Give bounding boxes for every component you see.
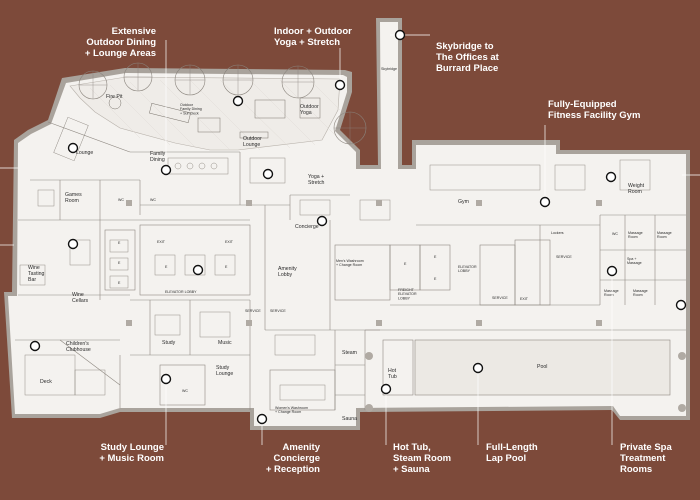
marker-amenity <box>256 413 268 425</box>
callout-skybridge: Skybridge to The Offices at Burrard Plac… <box>436 41 499 74</box>
room-e-3: E <box>118 281 121 285</box>
room-exit-3: EXIT <box>520 297 529 301</box>
room-e-7: E <box>404 262 407 266</box>
room-wc-4: WC <box>612 232 618 236</box>
room-skybridge: Skybridge <box>381 67 397 71</box>
marker-lounge <box>67 142 79 154</box>
interior-partitions <box>15 121 686 411</box>
marker-concierge <box>316 215 328 227</box>
room-e-1: E <box>118 241 121 245</box>
marker-hot-tub <box>380 383 392 395</box>
room-music: Music <box>218 340 232 346</box>
marker-gym <box>539 196 551 208</box>
room-lounge: Lounge <box>76 150 93 156</box>
structural-columns <box>126 200 686 412</box>
callout-study-music: Study Lounge + Music Room <box>99 442 164 464</box>
room-steam: Steam <box>342 350 357 356</box>
leader-lines <box>0 34 700 445</box>
callout-outdoor-dining: Extensive Outdoor Dining + Lounge Areas <box>84 26 156 59</box>
room-spa-massage: Spa +Massage <box>627 257 642 265</box>
skybridge-floor <box>381 22 398 170</box>
room-deck: Deck <box>40 379 52 385</box>
room-e-2: E <box>118 261 121 265</box>
room-service-3: SERVICE <box>556 255 572 259</box>
room-exit-2: EXIT <box>225 240 234 244</box>
marker-outdoor-family-dining <box>232 95 244 107</box>
callout-hot-tub: Hot Tub, Steam Room + Sauna <box>393 442 452 475</box>
marker-study-lounge <box>160 373 172 385</box>
furniture <box>19 116 651 401</box>
room-service-2: SERVICE <box>270 309 286 313</box>
callout-pool: Full-Length Lap Pool <box>486 442 538 464</box>
room-e-6: E <box>225 265 228 269</box>
marker-yoga-stretch <box>262 168 274 180</box>
marker-elevator-lobby <box>192 264 204 276</box>
callout-amenity: Amenity Concierge + Reception <box>265 442 320 475</box>
room-sauna: Sauna <box>342 416 357 422</box>
marker-spa-massage <box>606 265 618 277</box>
room-wc-2: WC <box>150 198 156 202</box>
room-e-9: E <box>434 277 437 281</box>
marker-childrens-clubhouse <box>29 340 41 352</box>
room-wc-1: WC <box>118 198 124 202</box>
room-pool: Pool <box>537 364 547 370</box>
callout-yoga: Indoor + Outdoor Yoga + Stretch <box>274 26 352 48</box>
room-yoga-stretch: Yoga +Stretch <box>308 174 325 186</box>
room-e-4: E <box>165 265 168 269</box>
room-mens-washroom: Men's Washroom+ Change Room <box>336 259 364 267</box>
marker-family-dining <box>160 164 172 176</box>
callout-spa: Private Spa Treatment Rooms <box>620 442 672 475</box>
outdoor-deck <box>69 62 367 151</box>
room-service-4: SERVICE <box>492 296 508 300</box>
marker-massage <box>675 299 687 311</box>
room-e-8: E <box>434 255 437 259</box>
callout-gym: Fully-Equipped Fitness Facility Gym <box>548 99 641 121</box>
room-lockers: Lockers <box>551 231 564 235</box>
marker-pool <box>472 362 484 374</box>
room-concierge: Concierge <box>295 224 319 230</box>
room-wc-3: WC <box>182 389 188 393</box>
room-study: Study <box>162 340 176 346</box>
room-elevator-lobby: ELEVATOR LOBBY <box>165 290 197 294</box>
room-womens-washroom: Women's Washroom+ Change Room <box>275 406 308 414</box>
room-exit-1: EXIT <box>157 240 166 244</box>
room-gym: Gym <box>458 199 469 205</box>
location-markers <box>29 29 687 425</box>
marker-skybridge <box>394 29 406 41</box>
room-service-1: SERVICE <box>245 309 261 313</box>
marker-yoga <box>334 79 346 91</box>
marker-games-room <box>67 238 79 250</box>
room-fire-pit: Fire Pit <box>106 94 123 100</box>
marker-weight-room <box>605 171 617 183</box>
